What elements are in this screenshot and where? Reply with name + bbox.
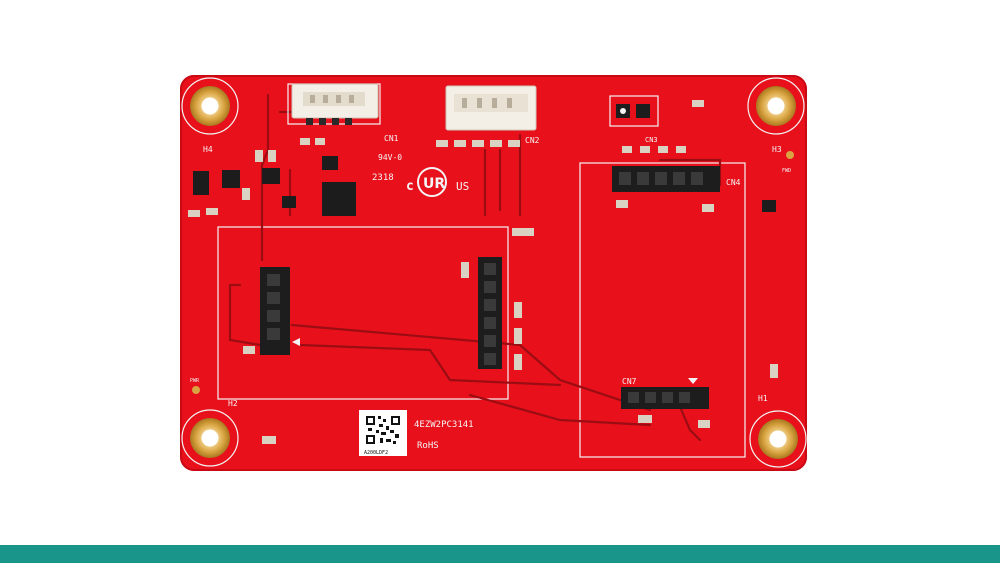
mounting-hole-h1 <box>749 410 807 468</box>
silk-outline-left <box>217 226 509 400</box>
header-cn3 <box>478 257 502 369</box>
label-cn3: CN3 <box>645 136 658 144</box>
label-pwr: PWR <box>190 378 200 384</box>
label-rohs: RoHS <box>417 441 439 451</box>
header-cn7 <box>621 378 709 409</box>
connector-cn1 <box>287 83 381 125</box>
svg-text:UR: UR <box>423 176 445 192</box>
header-left <box>260 267 300 355</box>
ul-mark-icon: UR <box>417 167 447 197</box>
label-ul-us: US <box>456 180 469 193</box>
header-cn4 <box>612 166 720 192</box>
mounting-hole-h4 <box>181 77 239 135</box>
connector-cn2 <box>445 85 537 131</box>
label-ul-c: c <box>406 179 414 194</box>
mounting-hole-h3 <box>747 77 805 135</box>
label-qr-caption: A200LDF2 <box>364 450 388 456</box>
label-flammability: 94V-0 <box>378 153 402 162</box>
label-h4: H4 <box>203 145 213 154</box>
label-part-number: 4EZW2PC3141 <box>414 420 474 430</box>
mounting-hole-h2 <box>181 409 239 467</box>
silk-outline-right <box>579 162 746 458</box>
label-fwd: FWD <box>782 168 791 174</box>
label-date-code: 2318 <box>372 173 394 183</box>
label-cn7: CN7 <box>622 377 637 386</box>
qr-code-label <box>359 410 407 456</box>
ic-chips <box>193 156 776 216</box>
pcb-board-edge <box>180 75 807 471</box>
label-h3: H3 <box>772 145 782 154</box>
label-cn1: CN1 <box>384 134 399 143</box>
label-h2: H2 <box>228 399 238 408</box>
bottom-accent-bar <box>0 545 1000 563</box>
label-cn2: CN2 <box>525 136 540 145</box>
silkscreen-labels: CN1 CN2 CN3 CN4 CN7 H4 H3 H2 H1 94V-0 23… <box>190 134 791 456</box>
label-cn4: CN4 <box>726 178 741 187</box>
passive-components <box>188 100 794 444</box>
connector-2pin <box>609 95 659 127</box>
label-h1: H1 <box>758 394 768 403</box>
